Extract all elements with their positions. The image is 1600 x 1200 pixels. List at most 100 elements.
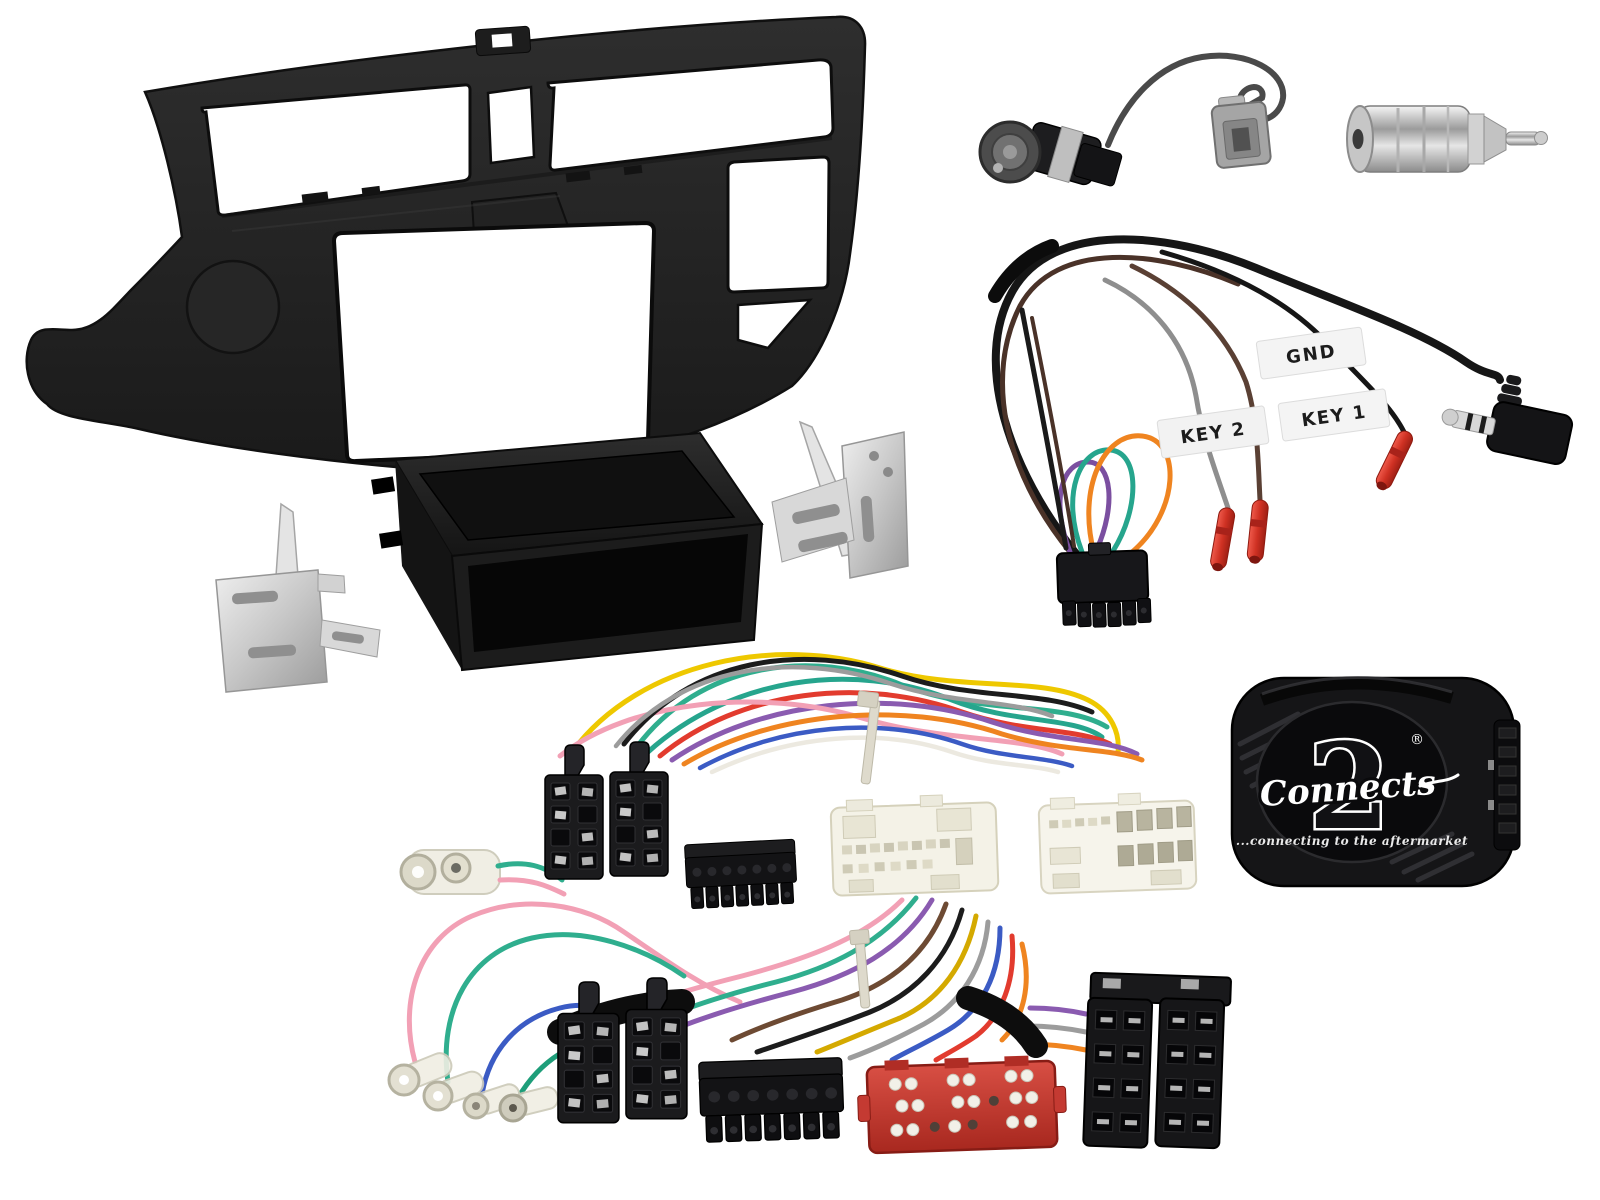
wire-teal [659,895,919,1021]
bracket-hole [869,451,879,461]
adapter-pin-tip [1534,131,1548,145]
wire-pink-long [406,901,743,1065]
double-iso-block [1082,971,1232,1150]
wire-teal-long [443,932,687,1085]
bracket-hole [883,467,893,477]
plug-pin-small [993,163,1003,173]
shelf-clip [623,164,643,176]
wire-white [709,735,1061,775]
mounting-bracket-right: Right mounting bracket [771,420,909,579]
mini-iso-pins [888,1069,1039,1137]
hazard-switch-hole [486,85,536,165]
cable-tie [854,937,871,1009]
molex-connector [684,838,799,910]
wire-blue2 [889,925,1003,1063]
wire-into-connector [1030,316,1076,548]
wire-red [657,690,1113,759]
fascia-panel: Double DIN fascia panel [25,15,867,472]
side-switch-opening [726,155,831,294]
iso-connector [544,744,604,880]
shelf-edge [221,136,833,218]
pocket-left-face [395,460,462,670]
box-oval-face [1255,700,1449,864]
adapter-socket-hole [1352,129,1364,149]
plug-pin [1003,145,1017,159]
swc-cable-black [991,235,1504,560]
swc-interface-box: Connects2 SWC interface box 2 Connects ®… [1230,676,1521,888]
iso-connector [609,741,669,877]
wire-orange [999,941,1029,1043]
cable-tie-head [856,690,880,709]
adapter-cone [1483,115,1507,163]
box-top-highlight [1261,676,1453,696]
box-side-connector [1488,719,1521,851]
mini-iso-red-connector [857,1055,1067,1155]
logo-tagline: ...connecting to the aftermarket [1236,834,1468,848]
logo-numeral: 2 [1308,717,1390,856]
box-rib [1237,711,1301,747]
bracket-slot [860,495,875,542]
cable-tie [860,699,881,785]
aerial-din-adapter: ISO to DIN aerial adapter [1346,105,1548,173]
bullet-crimp [1372,427,1416,494]
wire-red [933,933,1016,1063]
wire-black [754,907,965,1055]
iso-aerial-plug [1023,122,1123,187]
box-rib [1401,841,1465,875]
top-clip-hole [491,33,513,48]
wire-blue [697,725,1075,771]
logo-registered: ® [1410,732,1424,748]
pocket-clip [371,476,396,495]
molex-connector [698,1056,846,1144]
bracket-slot [331,631,364,644]
pocket-opening [468,534,748,652]
loop-orange [1086,433,1173,556]
flag-key1: KEY 1 [1277,388,1391,442]
wire-to-iso [1027,1005,1089,1017]
bullet-crimp [1245,498,1270,565]
pocket-top-recess [418,450,736,541]
iso-t-harness: ISO T-harness with Mini-ISO connector [387,895,1232,1155]
logo-swash [1418,773,1460,788]
din-pocket: DIN pocket tray [371,431,764,672]
antenna-adapter-lead: Antenna adapter lead [978,52,1287,187]
antenna-cable [1105,52,1287,148]
wire-orange [681,712,1145,767]
radio-wiring-harness: Radio wiring harness [399,652,1198,910]
bracket-slot [232,590,279,605]
adapter-step [1467,113,1485,165]
radio-opening [331,220,657,464]
box-top-crease [1259,677,1454,706]
vent-opening-right [546,58,835,172]
bracket-slot [248,644,297,659]
oem-connector-b [1037,792,1198,895]
flag-key2: KEY 2 [1156,405,1270,459]
swc-cable-brown [1000,254,1241,555]
crimp-terminals [387,1052,559,1123]
wire-grey [613,664,1055,749]
flag-gnd: GND [1255,326,1367,380]
wire-grey [847,919,991,1061]
swc-12pin-connector [1055,542,1152,628]
bracket-slot [792,504,840,524]
wire-key1-brown [1129,263,1263,503]
bullet-crimp [1208,506,1237,573]
bracket-slot [798,531,848,553]
button-blank-circle [185,259,281,355]
tape-wrap [956,986,1048,1058]
box-rib [1415,851,1475,883]
wire-purple [669,700,1140,763]
swc-patch-lead: Steering wheel control patch lead GND KE… [988,235,1574,628]
wire-purple [669,897,935,1033]
iso-block-pins [1096,1017,1213,1126]
side-vent-notch [736,298,813,350]
ring-terminals [399,849,567,897]
wire-key2-grey [1102,277,1231,511]
shelf-clip [565,170,591,183]
gt13-connector [1210,95,1272,169]
mounting-bracket-left: Left mounting bracket [215,502,381,693]
pocket-clip [379,530,404,549]
shelf-highlight [231,195,561,232]
